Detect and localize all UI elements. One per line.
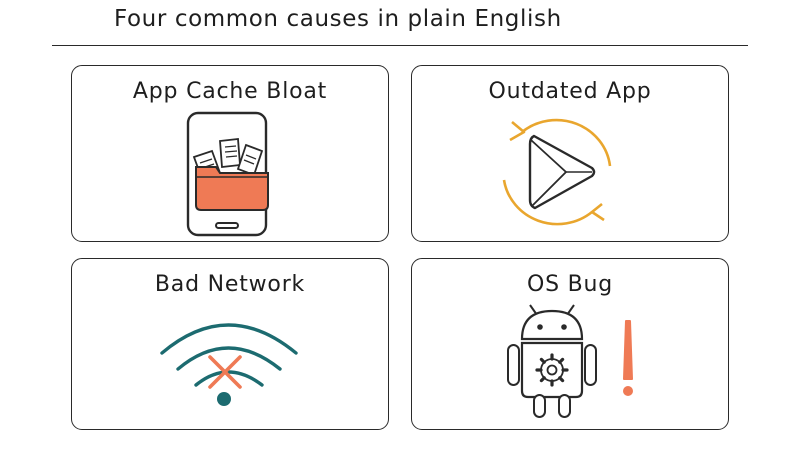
title-underline: [52, 45, 748, 46]
card-label-outdated-app: Outdated App: [488, 79, 652, 104]
card-label-bad-network: Bad Network: [154, 272, 306, 297]
card-app-cache-bloat: App Cache Bloat: [71, 65, 389, 242]
page-title: Four common causes in plain English: [114, 6, 562, 32]
play-store-update-icon: [502, 118, 612, 226]
card-label-os-bug: OS Bug: [526, 272, 614, 297]
phone-cache-folder-icon: [186, 111, 269, 237]
card-label-app-cache-bloat: App Cache Bloat: [132, 79, 328, 104]
android-bug-icon: [507, 304, 633, 418]
card-os-bug: OS Bug: [411, 258, 729, 430]
card-outdated-app: Outdated App: [411, 65, 729, 242]
wifi-error-icon: [160, 323, 298, 406]
card-bad-network: Bad Network: [71, 258, 389, 430]
